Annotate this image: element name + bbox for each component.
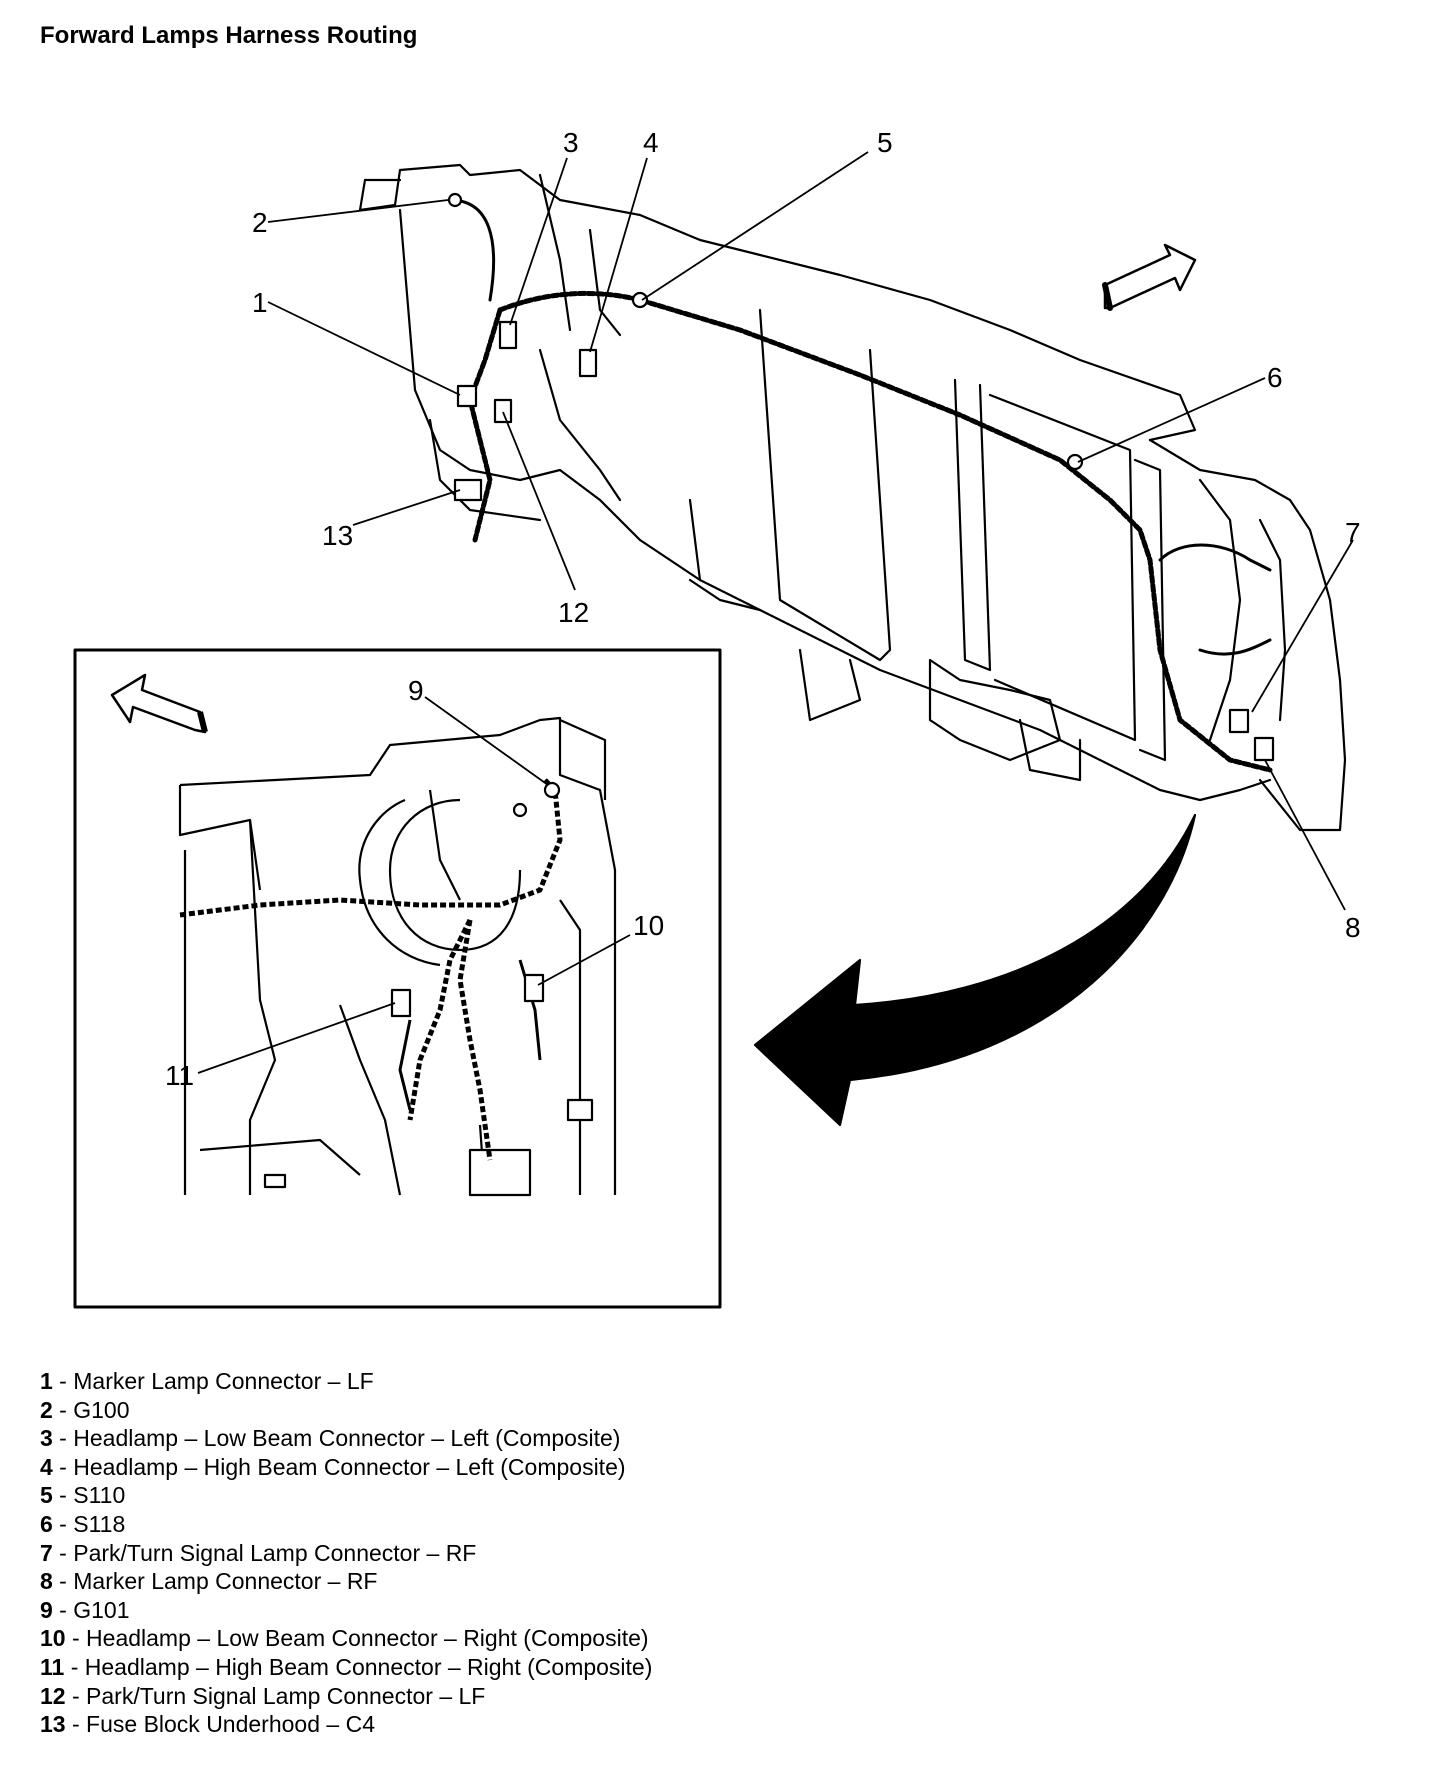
- legend-item: 11 - Headlamp – High Beam Connector – Ri…: [40, 1653, 653, 1680]
- callout-6: 6: [1267, 362, 1283, 393]
- legend-item: 12 - Park/Turn Signal Lamp Connector – L…: [40, 1682, 486, 1709]
- legend-item: 10 - Headlamp – Low Beam Connector – Rig…: [40, 1625, 649, 1652]
- forward-direction-arrow: [1103, 243, 1197, 310]
- callout-4: 4: [643, 127, 659, 158]
- wiring-harness-right-branch: [1158, 543, 1272, 572]
- diagram-title: Forward Lamps Harness Routing: [40, 22, 418, 49]
- legend-item: 9 - G101: [40, 1596, 130, 1623]
- legend-item: 7 - Park/Turn Signal Lamp Connector – RF: [40, 1539, 477, 1566]
- component-legend: 1 - Marker Lamp Connector – LF 2 - G100 …: [40, 1367, 652, 1739]
- legend-item: 5 - S110: [40, 1482, 126, 1509]
- callout-5: 5: [877, 127, 893, 158]
- legend-item: 1 - Marker Lamp Connector – LF: [40, 1368, 374, 1394]
- callout-12: 12: [558, 597, 589, 628]
- callout-1: 1: [252, 287, 268, 318]
- callout-9: 9: [408, 675, 424, 706]
- inset-direction-arrow: [110, 673, 207, 734]
- callout-11: 11: [165, 1060, 194, 1091]
- legend-item: 13 - Fuse Block Underhood – C4: [40, 1711, 375, 1738]
- radiator-support-drawing: [358, 163, 1347, 832]
- harness-routing-illustration: 2 1 3 4 5 6 7 8 12 13: [73, 127, 1361, 1309]
- legend-item: 6 - S118: [40, 1510, 126, 1537]
- callout-10: 10: [633, 910, 664, 941]
- callout-13: 13: [322, 520, 353, 551]
- legend-item: 8 - Marker Lamp Connector – RF: [40, 1568, 378, 1595]
- legend-item: 4 - Headlamp – High Beam Connector – Lef…: [40, 1453, 626, 1480]
- callout-7: 7: [1345, 517, 1361, 548]
- ground-wire-g100: [448, 198, 496, 302]
- wiring-harness-left-branch: [467, 307, 503, 543]
- callout-3: 3: [563, 127, 579, 158]
- wiring-harness-main: [497, 290, 1273, 773]
- callout-8: 8: [1345, 912, 1361, 943]
- legend-item: 2 - G100: [40, 1396, 130, 1423]
- callout-2: 2: [252, 207, 268, 238]
- detail-view-curved-arrow: [753, 813, 1197, 1127]
- legend-item: 3 - Headlamp – Low Beam Connector – Left…: [40, 1425, 621, 1452]
- detail-inset: [73, 648, 722, 1309]
